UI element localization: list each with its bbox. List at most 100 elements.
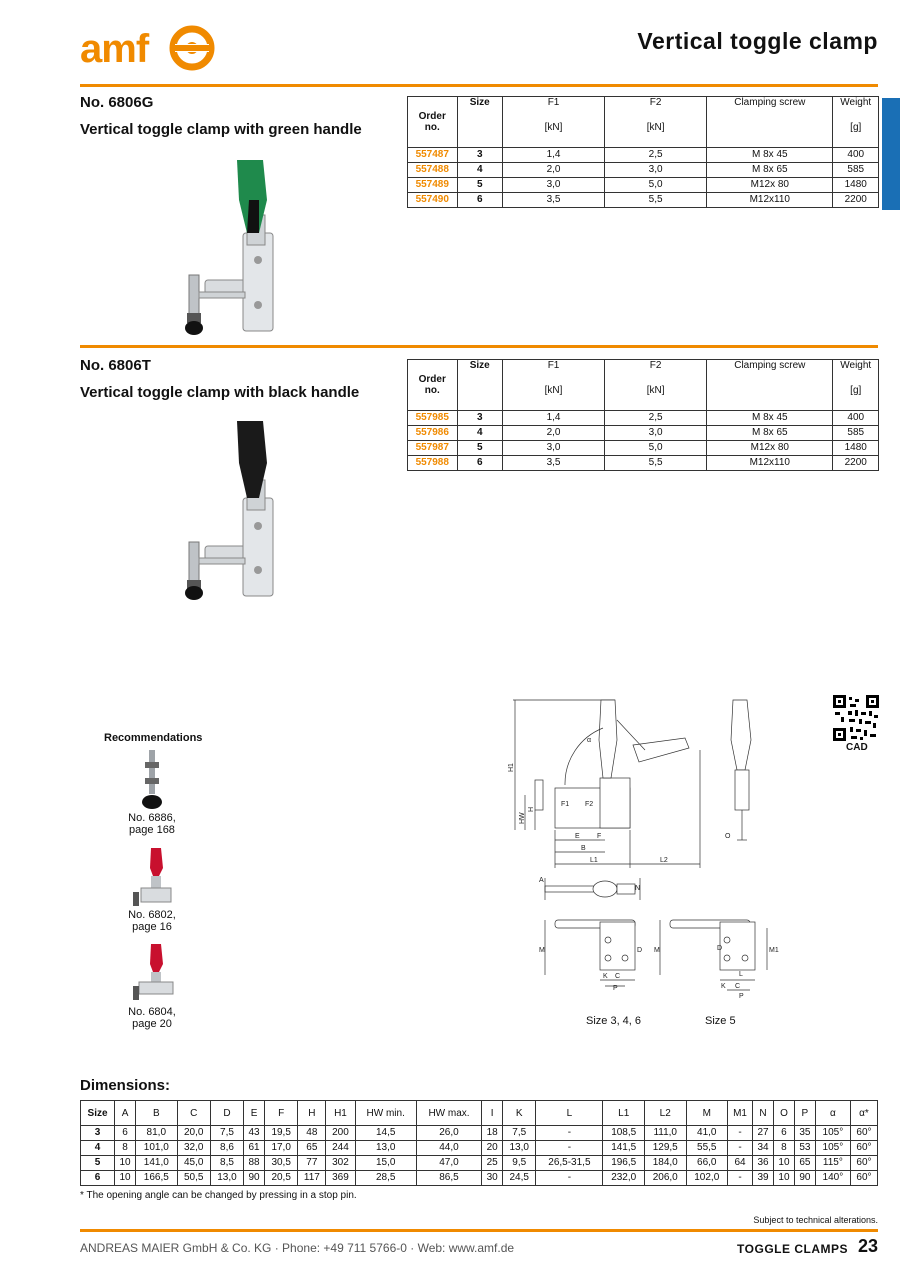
dimension-cell: 141,0 bbox=[135, 1155, 178, 1171]
size-cell: 6 bbox=[79, 1170, 116, 1186]
dimension-cell: 43 bbox=[243, 1125, 266, 1141]
f1-label: F1 bbox=[547, 360, 560, 371]
caption-line: No. 6802, bbox=[128, 909, 176, 921]
footer-company: ANDREAS MAIER GmbH & Co. KG · Phone: +49… bbox=[80, 1241, 515, 1255]
dimension-cell: - bbox=[535, 1125, 604, 1141]
order-number-link[interactable]: 557490 bbox=[407, 192, 458, 208]
order-number-link[interactable]: 557985 bbox=[407, 410, 458, 426]
dimension-cell: 8 bbox=[773, 1140, 795, 1156]
dimension-cell: 14,5 bbox=[354, 1125, 417, 1141]
screw-cell: M12x 80 bbox=[706, 177, 834, 193]
dimension-cell: - bbox=[727, 1170, 754, 1186]
header-divider bbox=[80, 84, 878, 87]
dim-label-hw: HW bbox=[519, 812, 526, 824]
weight-cell: 2200 bbox=[832, 455, 879, 471]
drawing-caption-size-346: Size 3, 4, 6 bbox=[586, 1015, 642, 1027]
dim-label-m-size5: M bbox=[654, 947, 660, 954]
table-row: 557490 6 3,5 5,5 M12x110 2200 bbox=[407, 192, 879, 208]
size-cell: 3 bbox=[456, 410, 503, 426]
size-cell: 5 bbox=[456, 177, 503, 193]
dimension-cell: 141,5 bbox=[602, 1140, 645, 1156]
dim-label-d-size5: D bbox=[717, 945, 722, 952]
weight-unit: [g] bbox=[850, 122, 862, 133]
dimensions-col-header: H bbox=[297, 1100, 327, 1126]
table-row: 557487 3 1,4 2,5 M 8x 45 400 bbox=[407, 147, 879, 163]
dimension-cell: 90 bbox=[243, 1170, 266, 1186]
recommendation-caption-6804[interactable]: No. 6804, page 20 bbox=[112, 1006, 192, 1030]
dimensions-col-header: L2 bbox=[643, 1100, 687, 1126]
dimension-cell: 65 bbox=[793, 1155, 816, 1171]
dimension-cell: 13,0 bbox=[354, 1140, 417, 1156]
recommendation-image-6802[interactable] bbox=[125, 846, 180, 908]
f2-unit: [kN] bbox=[646, 385, 665, 396]
dimensions-footnote: * The opening angle can be changed by pr… bbox=[80, 1190, 357, 1201]
order-number-link[interactable]: 557487 bbox=[407, 147, 458, 163]
section-tab-marker bbox=[882, 98, 900, 210]
order-number-link[interactable]: 557488 bbox=[407, 162, 458, 178]
dim-label-m: M bbox=[539, 947, 545, 954]
dimension-cell: 108,5 bbox=[602, 1125, 645, 1141]
dimension-cell: 10 bbox=[114, 1155, 137, 1171]
dimension-cell: 7,5 bbox=[502, 1125, 537, 1141]
weight-cell: 400 bbox=[832, 147, 879, 163]
recommendations-title: Recommendations bbox=[104, 732, 203, 744]
dim-label-k-size5: K bbox=[721, 983, 726, 990]
dimension-cell: 88 bbox=[243, 1155, 266, 1171]
cad-qr-code[interactable] bbox=[833, 695, 879, 741]
dimension-cell: 65 bbox=[297, 1140, 327, 1156]
dim-label-c: C bbox=[615, 973, 620, 980]
f2-cell: 3,0 bbox=[604, 162, 708, 178]
cad-label[interactable]: CAD bbox=[846, 742, 868, 753]
table-row: 557489 5 3,0 5,0 M12x 80 1480 bbox=[407, 177, 879, 193]
dim-label-f1: F1 bbox=[561, 801, 569, 808]
dimensions-col-header: C bbox=[176, 1100, 211, 1126]
dim-label-f: F bbox=[597, 833, 601, 840]
recommendation-image-6886[interactable] bbox=[120, 748, 185, 813]
dimension-cell: 39 bbox=[752, 1170, 774, 1186]
f1-cell: 3,0 bbox=[501, 440, 606, 456]
dimension-cell: 184,0 bbox=[643, 1155, 687, 1171]
order-number-link[interactable]: 557987 bbox=[407, 440, 458, 456]
table-row: 557988 6 3,5 5,5 M12x110 2200 bbox=[407, 455, 879, 471]
recommendation-caption-6886[interactable]: No. 6886, page 168 bbox=[112, 812, 192, 836]
order-number-link[interactable]: 557489 bbox=[407, 177, 458, 193]
f2-label: F2 bbox=[649, 97, 662, 108]
logo-wordmark: amf bbox=[80, 27, 150, 71]
dimensions-col-header: N bbox=[752, 1100, 774, 1126]
page-number: 23 bbox=[857, 1236, 878, 1256]
dim-label-e: E bbox=[575, 833, 580, 840]
f1-label: F1 bbox=[547, 97, 560, 108]
recommendation-image-6804[interactable] bbox=[125, 942, 180, 1004]
f1-cell: 2,0 bbox=[501, 162, 606, 178]
dimensions-col-header: L1 bbox=[602, 1100, 645, 1126]
weight-cell: 400 bbox=[832, 410, 879, 426]
product-image-green-clamp bbox=[175, 155, 295, 340]
dimension-cell: - bbox=[535, 1170, 604, 1186]
screw-cell: M 8x 45 bbox=[706, 410, 834, 426]
recommendation-caption-6802[interactable]: No. 6802, page 16 bbox=[112, 909, 192, 933]
f1-cell: 3,5 bbox=[501, 455, 606, 471]
order-number-link[interactable]: 557986 bbox=[407, 425, 458, 441]
dimension-cell: 17,0 bbox=[264, 1140, 299, 1156]
dimension-cell: 102,0 bbox=[685, 1170, 729, 1186]
dimension-cell: 26,0 bbox=[415, 1125, 483, 1141]
dimension-cell: 60° bbox=[849, 1155, 879, 1171]
dim-label-l1: L1 bbox=[590, 857, 598, 864]
caption-line: No. 6886, bbox=[128, 812, 176, 824]
weight-label: Weight bbox=[840, 97, 872, 108]
table-row: 557488 4 2,0 3,0 M 8x 65 585 bbox=[407, 162, 879, 178]
section-2-number: No. 6806T bbox=[80, 357, 151, 374]
f2-label: F2 bbox=[649, 360, 662, 371]
dimension-cell: 166,5 bbox=[135, 1170, 178, 1186]
order-number-link[interactable]: 557988 bbox=[407, 455, 458, 471]
size-cell: 4 bbox=[79, 1140, 116, 1156]
f1-cell: 3,5 bbox=[501, 192, 606, 208]
dimension-cell: 9,5 bbox=[502, 1155, 537, 1171]
dim-label-h1: H1 bbox=[508, 763, 515, 772]
dimension-cell: 50,5 bbox=[176, 1170, 211, 1186]
col-screw-header: Clamping screw bbox=[706, 96, 834, 148]
dimension-cell: 8,5 bbox=[209, 1155, 245, 1171]
dimension-cell: 13,0 bbox=[209, 1170, 245, 1186]
dimension-cell: 27 bbox=[752, 1125, 774, 1141]
